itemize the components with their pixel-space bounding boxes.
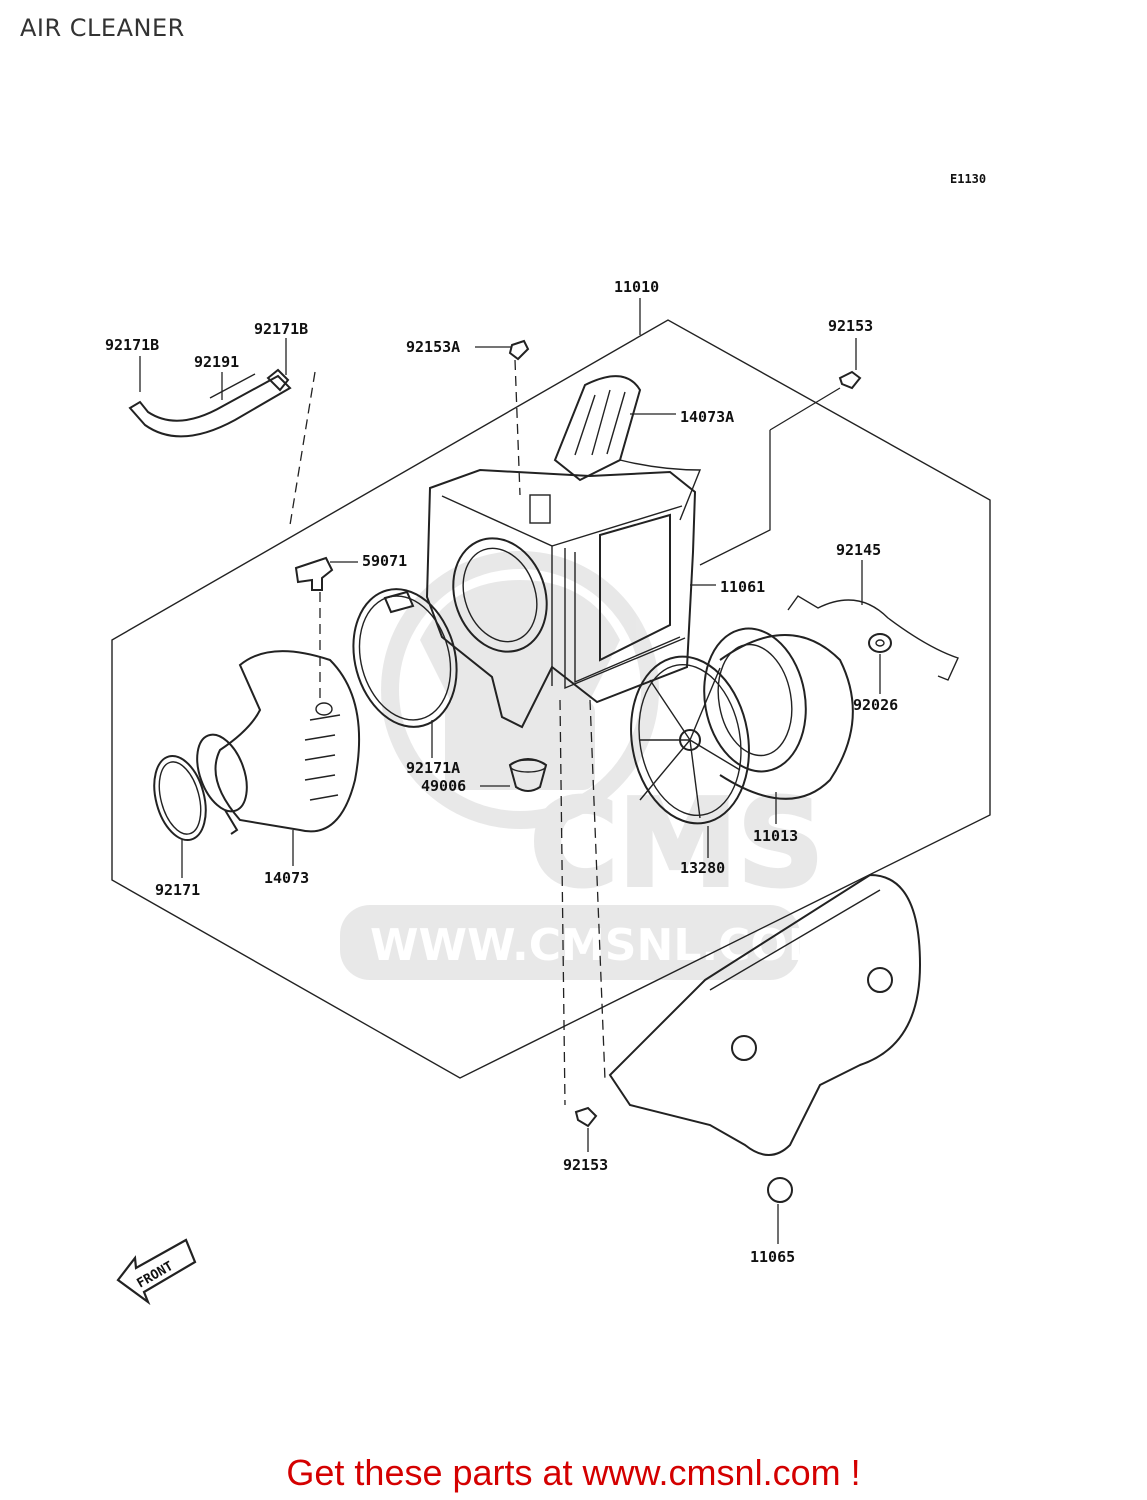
bolt-92153-top	[838, 370, 862, 390]
part-label-11065: 11065	[750, 1248, 795, 1266]
intake-duct	[553, 375, 702, 521]
part-label-92191: 92191	[194, 353, 239, 371]
clamp-ring-92171a	[352, 588, 458, 728]
part-label-92153a: 92153A	[406, 338, 460, 356]
part-label-92026: 92026	[853, 696, 898, 714]
part-label-11013: 11013	[753, 827, 798, 845]
part-label-92153-bottom: 92153	[563, 1156, 608, 1174]
part-label-92171: 92171	[155, 881, 200, 899]
part-labels: 11010 92171B 92171B 92191 92153A 92153 1…	[105, 278, 898, 1266]
element-holder-13280	[630, 655, 750, 825]
front-arrow-icon: FRONT	[116, 1238, 197, 1306]
bolt-92153a	[508, 339, 530, 361]
breather-hose	[128, 368, 292, 438]
part-label-13280: 13280	[680, 859, 725, 877]
part-label-92145: 92145	[836, 541, 881, 559]
fitting-59071	[294, 556, 334, 591]
grommet-92026	[868, 633, 892, 653]
clamp-92171	[153, 755, 207, 841]
part-label-11010: 11010	[614, 278, 659, 296]
drain-49006	[508, 758, 548, 792]
leader-lines	[139, 298, 881, 1244]
part-label-92171b-right: 92171B	[254, 320, 308, 338]
part-label-49006: 49006	[421, 777, 466, 795]
inlet-duct-14073	[196, 650, 361, 835]
part-label-92171b-left: 92171B	[105, 336, 159, 354]
side-cover-11065	[608, 873, 922, 1203]
assembly-lines	[289, 359, 841, 1106]
wire-92145	[787, 595, 959, 681]
part-label-11061: 11061	[720, 578, 765, 596]
page-title: AIR CLEANER	[20, 14, 185, 42]
part-label-92171a: 92171A	[406, 759, 460, 777]
promo-banner[interactable]: Get these parts at www.cmsnl.com !	[286, 1452, 861, 1493]
air-cleaner-housing	[425, 468, 697, 729]
part-label-59071: 59071	[362, 552, 407, 570]
part-label-14073: 14073	[264, 869, 309, 887]
part-label-92153-top: 92153	[828, 317, 873, 335]
bolt-92153-bottom	[574, 1106, 598, 1128]
part-label-14073a: 14073A	[680, 408, 734, 426]
assembly-boundary	[111, 319, 991, 1079]
filter-element-11013	[703, 627, 854, 800]
reference-code: E1130	[950, 172, 986, 186]
